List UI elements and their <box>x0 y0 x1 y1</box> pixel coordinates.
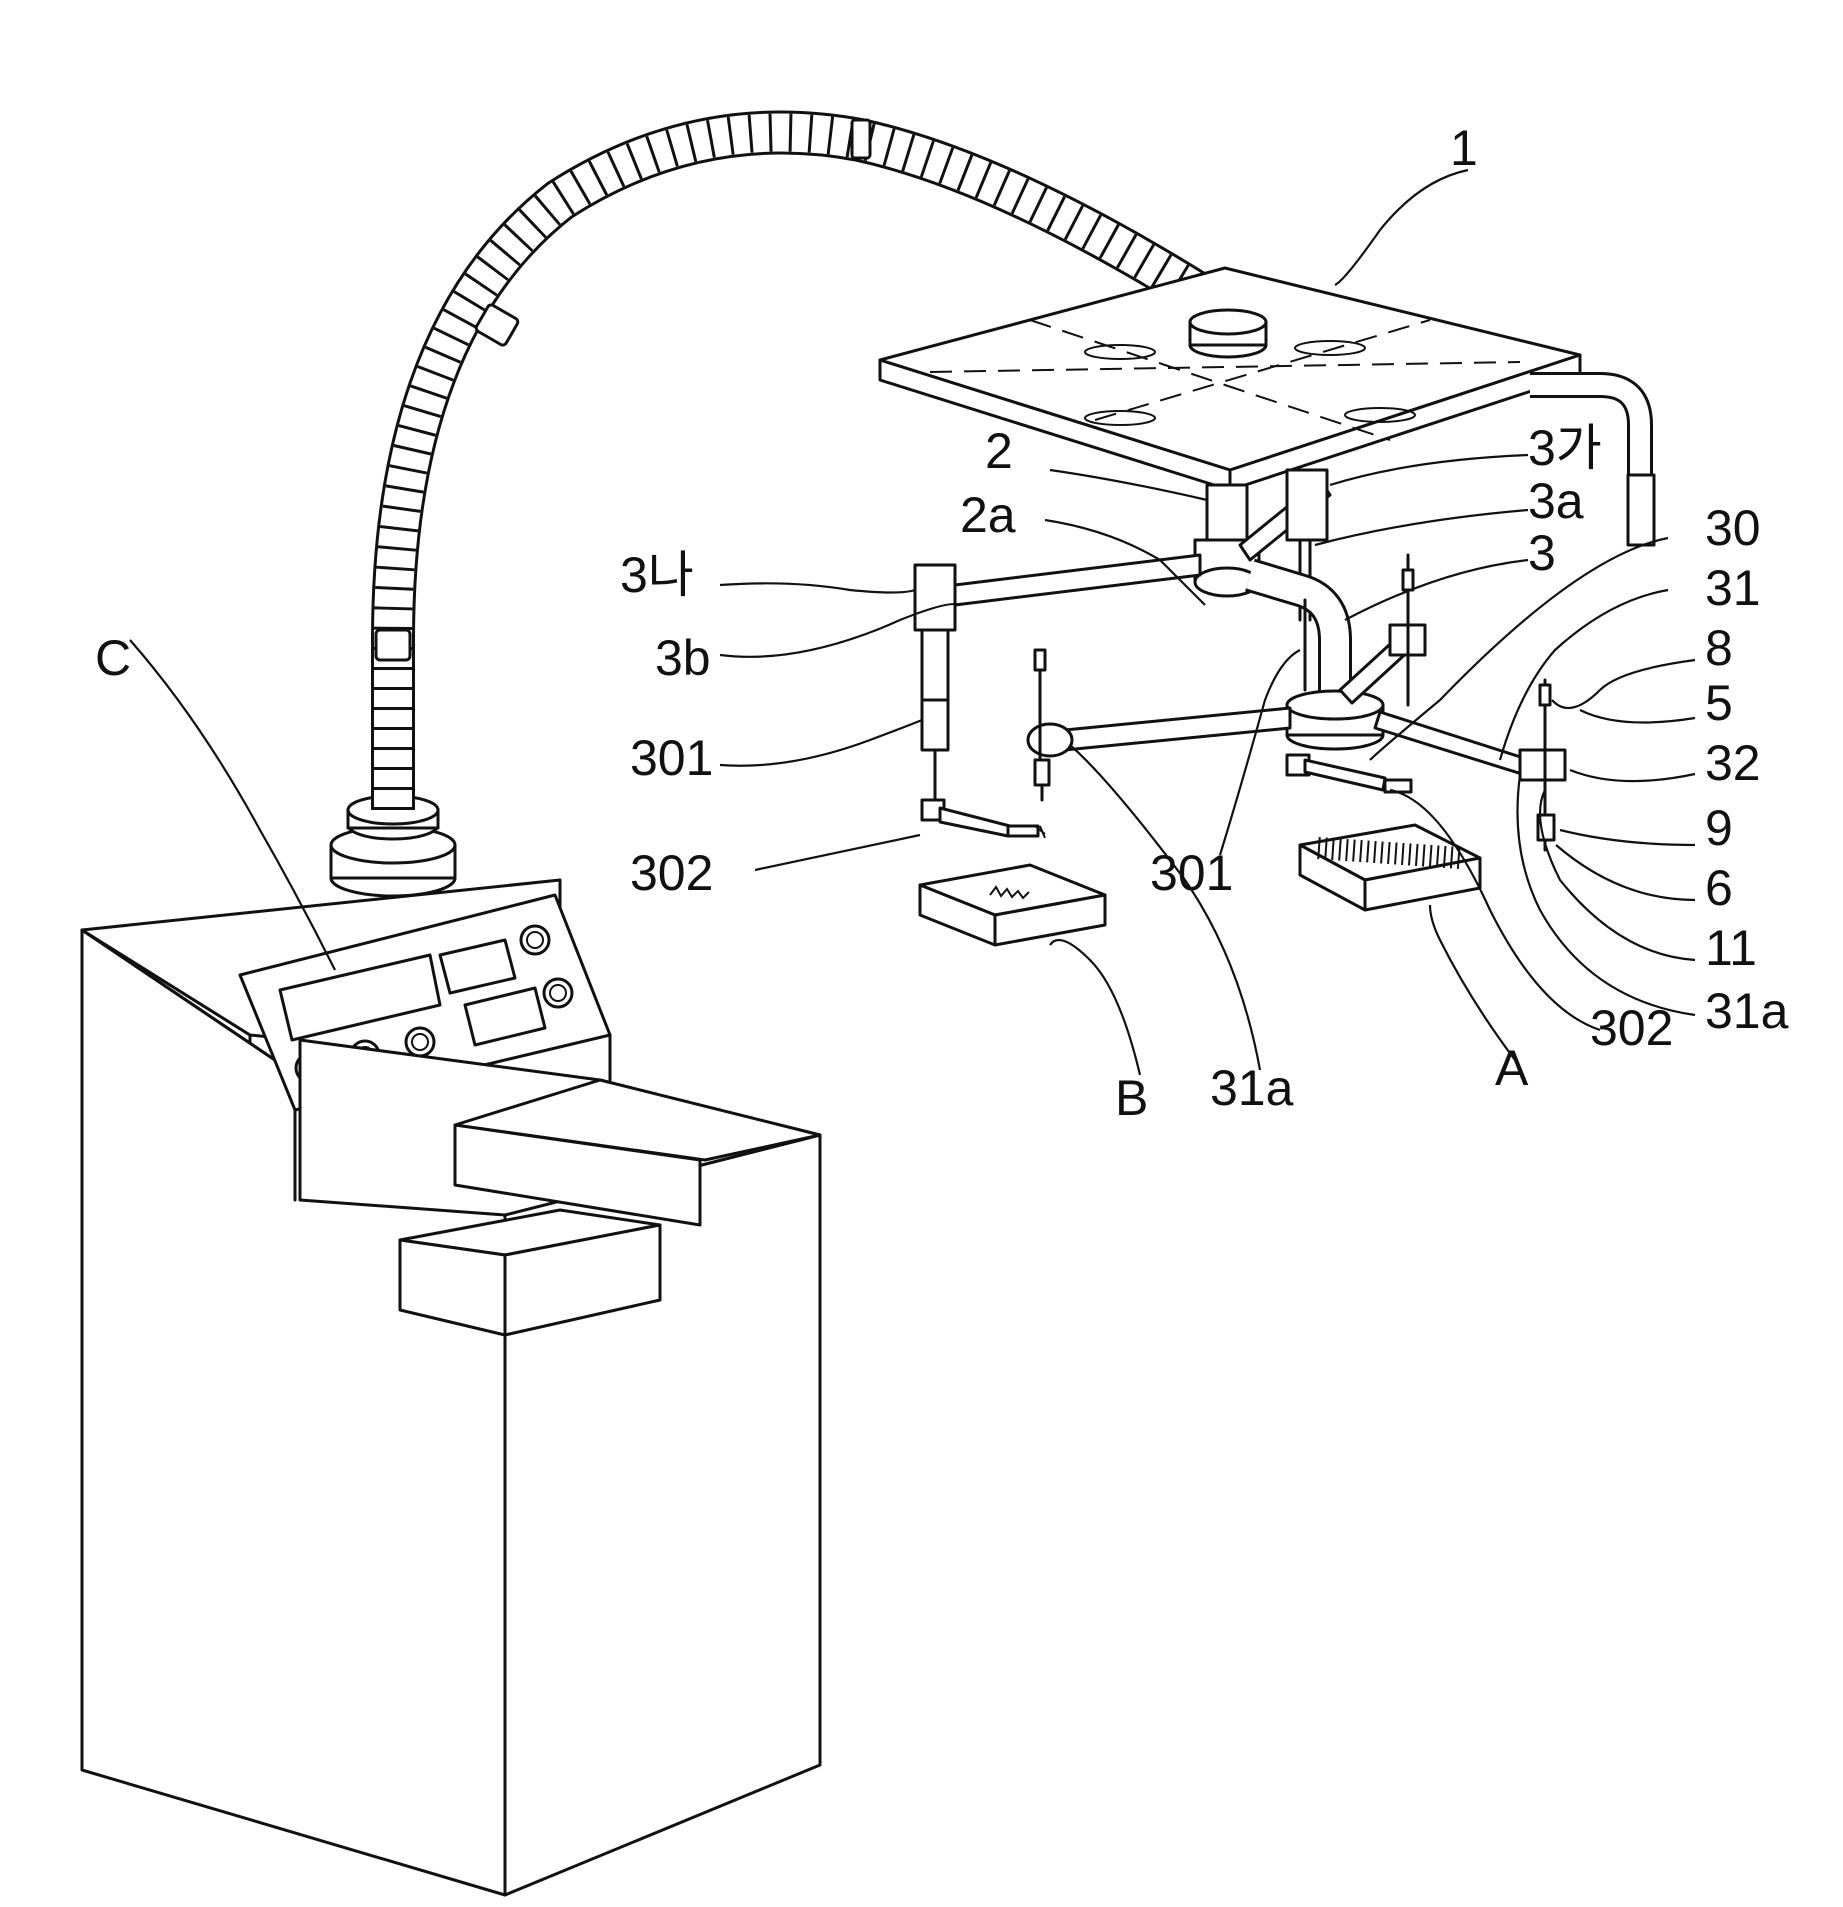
label-3ga: 3가 <box>1528 420 1602 476</box>
label-30: 30 <box>1705 500 1761 556</box>
label-8: 8 <box>1705 620 1733 676</box>
label-31: 31 <box>1705 560 1761 616</box>
label-32: 32 <box>1705 735 1761 791</box>
label-2: 2 <box>985 423 1013 479</box>
clamp-32 <box>1520 750 1565 780</box>
block-3ga <box>1287 470 1327 540</box>
label-3na: 3나 <box>620 547 694 603</box>
hose-coupling-lower <box>376 630 410 660</box>
label-B: B <box>1115 1070 1148 1126</box>
label-302-left: 302 <box>630 845 713 901</box>
column-2 <box>1207 485 1247 545</box>
label-3: 3 <box>1528 525 1556 581</box>
label-302-right: 302 <box>1590 1000 1673 1056</box>
label-3a: 3a <box>1528 473 1584 529</box>
hub-30 <box>1287 691 1383 719</box>
label-1: 1 <box>1450 120 1478 176</box>
corrugated-hose <box>376 120 1255 810</box>
tray-B <box>920 865 1105 945</box>
hose-coupling-top <box>852 120 870 158</box>
label-31a-mid: 31a <box>1210 1060 1294 1116</box>
label-301-center: 301 <box>1150 845 1233 901</box>
label-11: 11 <box>1705 920 1757 976</box>
tray-A <box>1300 825 1480 910</box>
control-cabinet <box>82 796 820 1895</box>
part-8 <box>1540 685 1550 705</box>
label-5: 5 <box>1705 675 1733 731</box>
label-A: A <box>1495 1040 1529 1096</box>
label-C: C <box>95 630 131 686</box>
label-3b: 3b <box>655 630 711 686</box>
label-2a: 2a <box>960 487 1016 543</box>
label-6: 6 <box>1705 860 1733 916</box>
block-3na <box>915 565 955 630</box>
arm-31-right <box>1375 712 1530 775</box>
label-31a-right: 31a <box>1705 983 1789 1039</box>
label-301-left: 301 <box>630 730 713 786</box>
label-9: 9 <box>1705 800 1733 856</box>
hook-pipe-end <box>1628 475 1654 545</box>
